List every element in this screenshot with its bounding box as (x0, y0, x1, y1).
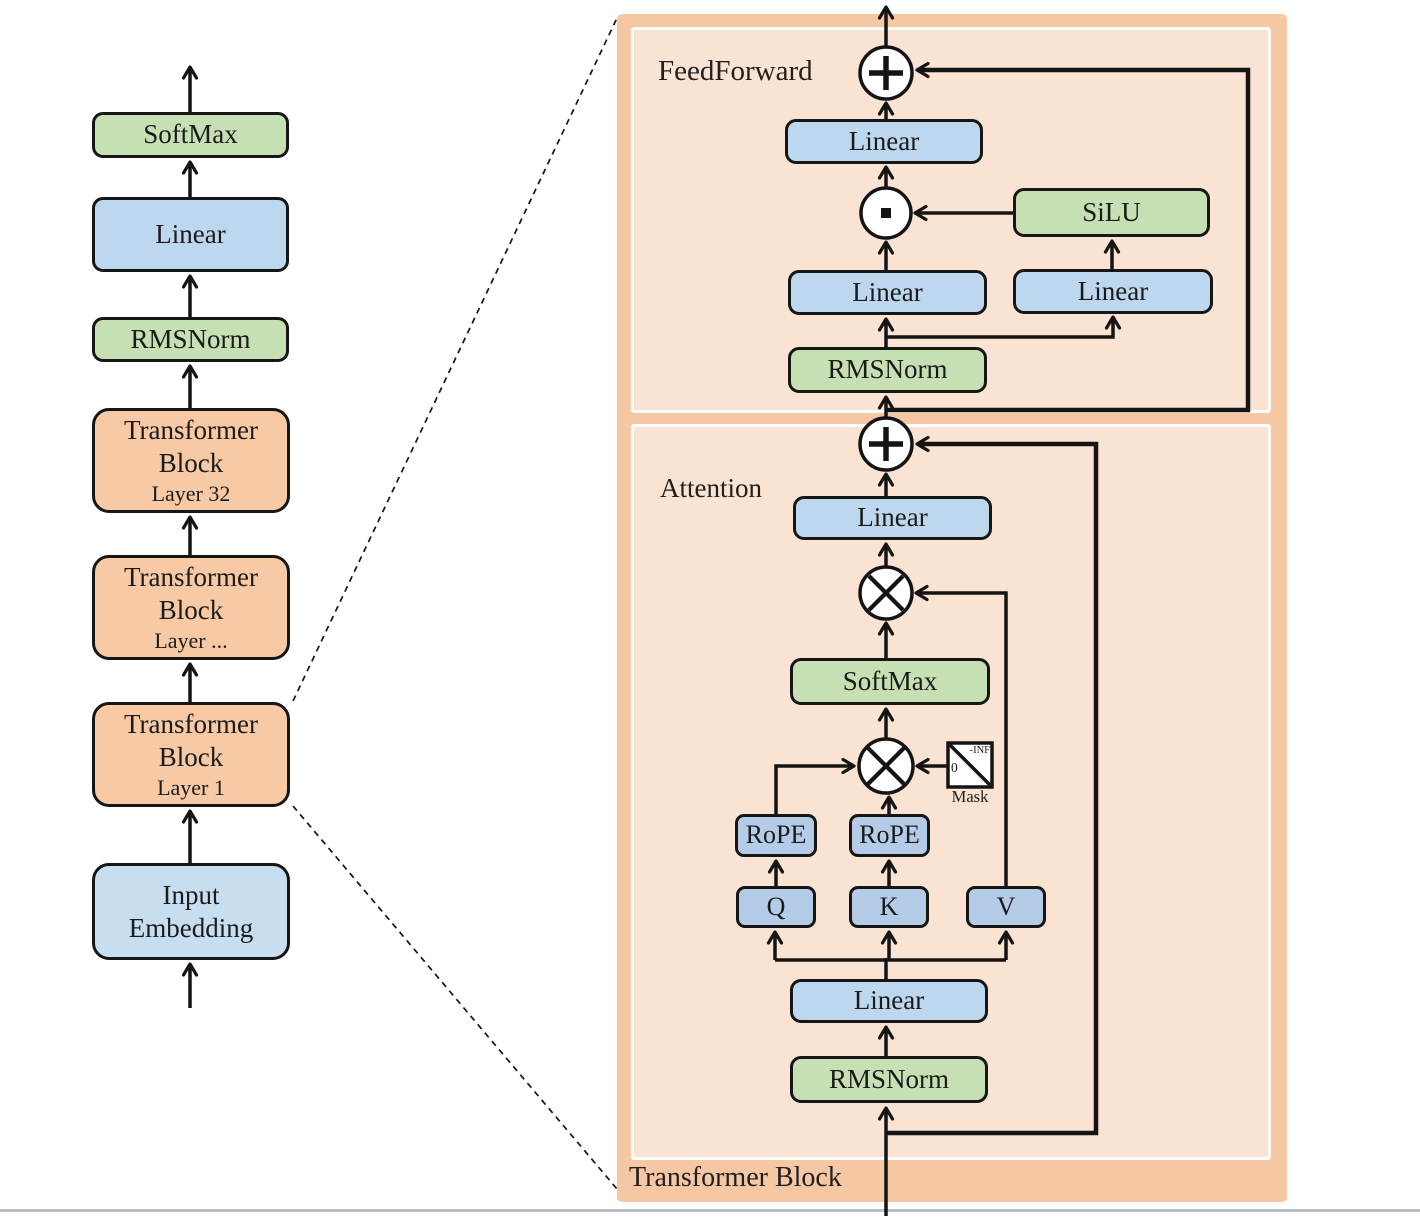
ff-silu-box: SiLU (1013, 188, 1210, 237)
ff-output-linear-box: Linear (785, 119, 983, 164)
ff-up-linear-box: Linear (1013, 269, 1213, 314)
input-embedding-box: Input Embedding (92, 863, 290, 960)
query-box: Q (736, 886, 816, 928)
block1-line3: Layer 1 (157, 775, 225, 800)
key-box: K (849, 886, 929, 928)
input-embedding-line2: Embedding (128, 912, 254, 943)
screenshot-bottom-border (0, 1209, 1420, 1212)
blockmid-line1: Transformer (124, 562, 258, 592)
value-label: V (996, 891, 1016, 921)
attention-section-label: Attention (660, 473, 762, 503)
block1-line1: Transformer (124, 709, 258, 739)
rope-key-label: RoPE (859, 820, 920, 850)
blockmid-line3: Layer ... (154, 628, 228, 653)
blockmid-line2: Block (158, 595, 224, 625)
left-rmsnorm-box: RMSNorm (92, 317, 289, 362)
ff-up-linear-label: Linear (1077, 275, 1149, 306)
block1-line2: Block (158, 742, 224, 772)
left-linear-label: Linear (155, 218, 226, 249)
block32-line2: Block (158, 448, 224, 478)
mask-zero-value: 0 (951, 760, 958, 775)
ff-gate-linear-box: Linear (788, 270, 987, 315)
attn-output-linear-label: Linear (857, 502, 928, 533)
block32-line3: Layer 32 (151, 481, 231, 506)
transformer-block-layerdots-box: Transformer Block Layer ... (92, 555, 290, 660)
transformer-block-panel-label: Transformer Block (629, 1162, 842, 1193)
rope-key-box: RoPE (849, 814, 930, 857)
left-softmax-label: SoftMax (143, 119, 238, 150)
ff-silu-label: SiLU (1082, 196, 1141, 227)
transformer-block-layer1-box: Transformer Block Layer 1 (92, 702, 290, 807)
value-box: V (966, 886, 1046, 928)
ff-rmsnorm-label: RMSNorm (827, 354, 948, 385)
ff-gate-linear-label: Linear (852, 276, 923, 307)
attn-qkv-linear-box: Linear (790, 979, 988, 1023)
attn-output-linear-box: Linear (793, 496, 992, 540)
feedforward-section-label: FeedForward (658, 55, 813, 87)
left-rmsnorm-label: RMSNorm (130, 323, 251, 354)
rope-query-label: RoPE (745, 820, 807, 850)
transformer-block-layer32-box: Transformer Block Layer 32 (92, 408, 290, 513)
key-label: K (879, 891, 899, 921)
left-linear-box: Linear (92, 197, 289, 272)
mask-inf-value: -INF (969, 745, 990, 756)
attn-rmsnorm-label: RMSNorm (828, 1063, 950, 1094)
rope-query-box: RoPE (735, 814, 817, 857)
attn-rmsnorm-box: RMSNorm (790, 1056, 988, 1103)
attn-softmax-box: SoftMax (790, 658, 990, 705)
block32-line1: Transformer (124, 415, 258, 445)
left-softmax-box: SoftMax (92, 112, 289, 158)
mask-label: Mask (951, 787, 989, 806)
input-embedding-line1: Input (162, 879, 220, 910)
ff-output-linear-label: Linear (848, 125, 920, 156)
attn-softmax-label: SoftMax (842, 665, 938, 696)
ff-rmsnorm-box: RMSNorm (788, 347, 987, 393)
query-label: Q (766, 891, 786, 921)
attn-qkv-linear-label: Linear (853, 985, 925, 1016)
